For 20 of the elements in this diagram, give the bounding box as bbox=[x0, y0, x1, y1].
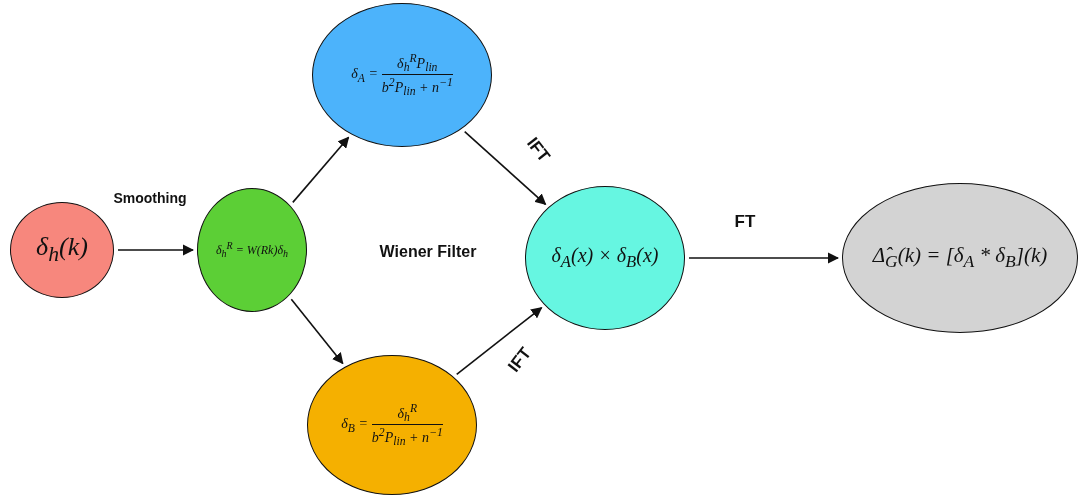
text-label: Wiener Filter bbox=[379, 243, 477, 261]
numerator: δ$_{h}$$^{R}$P$_{lin}$ bbox=[397, 51, 438, 74]
arrow bbox=[688, 252, 840, 264]
arrow bbox=[117, 244, 195, 256]
denominator: b$^{2}$P$_{lin}$ + n$^{−1}$ bbox=[371, 424, 443, 449]
formula: δ$_{B}$ = bbox=[341, 415, 368, 435]
arrow bbox=[463, 130, 547, 206]
edge-label: IFT bbox=[522, 133, 554, 167]
formula: δ$_{h}$$^{R}$ = W(Rk)δ$_{h}$ bbox=[216, 240, 288, 260]
arrow bbox=[290, 298, 344, 365]
formula: δ$_{A}$ = bbox=[351, 65, 378, 85]
arrow bbox=[292, 136, 350, 204]
formula: δ$_{h}$(k) bbox=[36, 232, 88, 268]
arrow bbox=[455, 306, 543, 376]
edge-label: IFT bbox=[504, 343, 536, 377]
edge-label: Smoothing bbox=[113, 190, 187, 206]
formula: δ$_{A}$(x) × δ$_{B}$(x) bbox=[551, 244, 659, 272]
formula: Δ̂$_{G}$(k) = [δ$_{A}$ * δ$_{B}$](k) bbox=[872, 243, 1048, 273]
denominator: b$^{2}$P$_{lin}$ + n$^{−1}$ bbox=[381, 74, 453, 99]
edge-label: FT bbox=[734, 212, 756, 232]
